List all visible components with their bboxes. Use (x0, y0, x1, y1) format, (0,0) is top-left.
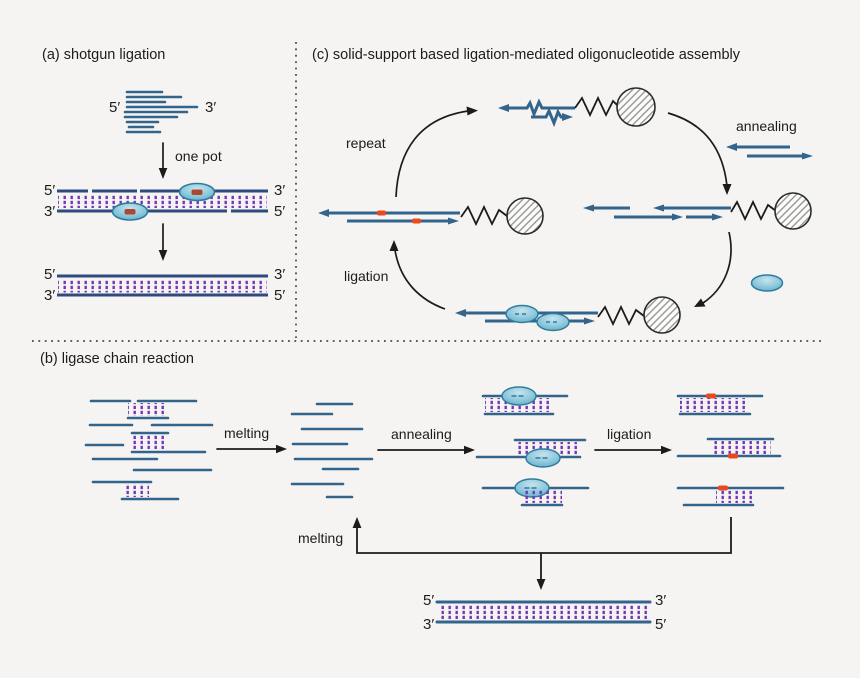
ligation-joint-dot (412, 218, 421, 224)
ligase-icon (178, 182, 216, 202)
base-pair-rungs (712, 441, 771, 454)
duplex-3prime-label: 3′ (274, 266, 286, 283)
solid-support-bead-icon (643, 296, 681, 334)
final-duplex-5prime-label: 5′ (423, 592, 435, 609)
ligation-arrow (594, 445, 672, 455)
base-pair-rungs (680, 398, 747, 412)
repeat-arrow (395, 110, 469, 198)
ligase-icon (111, 202, 149, 221)
duplex-3prime-label: 3′ (44, 203, 56, 220)
duplex-5prime-label: 5′ (274, 287, 286, 304)
cycle-arrows (389, 106, 732, 310)
ligation-arrow (394, 249, 446, 310)
sealed-duplex (57, 274, 268, 297)
ligation-label: ligation (607, 426, 652, 442)
ligation-joint-dot (728, 453, 738, 459)
cycle-state-top (498, 87, 656, 128)
linker-zigzag (574, 95, 619, 118)
ligation-label: ligation (344, 268, 389, 284)
nicked-duplex (57, 189, 268, 213)
melting-label: melting (224, 425, 270, 441)
annealing-label: annealing (736, 118, 797, 134)
panel-b-graphics (84, 386, 785, 624)
duplex-3prime-label: 3′ (44, 287, 56, 304)
cycle-state-right (583, 192, 812, 230)
panel-dividers (32, 42, 824, 342)
final-duplex-5prime-label: 5′ (655, 616, 667, 633)
melting-cycle-label: melting (298, 530, 344, 546)
ligase-icon (536, 312, 570, 332)
dna-fragment-stack (123, 90, 199, 134)
fragments-5prime-label: 5′ (109, 99, 121, 116)
right-to-bottom-arrow (702, 231, 732, 304)
lcr-melted-group (290, 402, 374, 499)
base-pair-rungs (522, 490, 562, 503)
duplex-5prime-label: 5′ (44, 182, 56, 199)
cycle-state-left (318, 197, 544, 235)
one-pot-arrow (158, 142, 168, 179)
base-pair-rungs (58, 194, 267, 208)
final-duplex-3prime-label: 3′ (423, 616, 435, 633)
base-pair-rungs (128, 403, 166, 416)
ligase-icon (501, 386, 537, 406)
annealing-label: annealing (391, 426, 452, 442)
panel-a-graphics (57, 90, 268, 297)
duplex-5prime-label: 5′ (274, 203, 286, 220)
cycle-feedback-arrows (352, 517, 732, 590)
ligation-joint-dot (718, 485, 728, 491)
panel-c-graphics (318, 87, 813, 334)
ligation-joint-dot (706, 393, 716, 399)
panel-c-title: (c) solid-support based ligation-mediate… (312, 47, 740, 63)
base-pair-rungs (58, 279, 267, 293)
duplex-3prime-label: 3′ (274, 182, 286, 199)
base-pair-rungs (438, 605, 649, 619)
lcr-start-group (84, 399, 214, 501)
repeat-label: repeat (346, 135, 386, 151)
final-duplex-3prime-label: 3′ (655, 592, 667, 609)
annealing-oligos (726, 143, 813, 160)
lcr-annealed-group (475, 386, 590, 507)
ligation-joint-dot (377, 210, 386, 216)
linker-zigzag (597, 304, 645, 327)
solid-support-bead-icon (506, 197, 544, 235)
base-pair-rungs (124, 484, 149, 497)
solid-support-bead-icon (774, 192, 812, 230)
panel-b-title: (b) ligase chain reaction (40, 351, 194, 367)
ligase-icon (750, 274, 784, 292)
melting-arrow (216, 444, 287, 454)
linker-zigzag (730, 199, 777, 222)
cycle-state-bottom (455, 296, 681, 334)
duplex-5prime-label: 5′ (44, 266, 56, 283)
ligase-icon (505, 304, 539, 324)
feedback-line (356, 517, 732, 554)
fragments-3prime-label: 3′ (205, 99, 217, 116)
annealing-arrow (377, 445, 475, 455)
panel-a-title: (a) shotgun ligation (42, 47, 166, 63)
lcr-ligated-group (676, 393, 785, 507)
base-pair-rungs (716, 490, 753, 503)
ligation-result-arrow (158, 223, 168, 261)
ligase-icon (525, 448, 561, 468)
top-to-right-arrow (667, 112, 728, 187)
final-duplex (435, 600, 652, 624)
ligase-active-site-dot (191, 189, 203, 195)
linker-zigzag (460, 204, 508, 227)
ligase-active-site-dot (124, 209, 136, 215)
one-pot-label: one pot (175, 148, 222, 164)
solid-support-bead-icon (616, 87, 656, 127)
base-pair-rungs (133, 435, 164, 449)
